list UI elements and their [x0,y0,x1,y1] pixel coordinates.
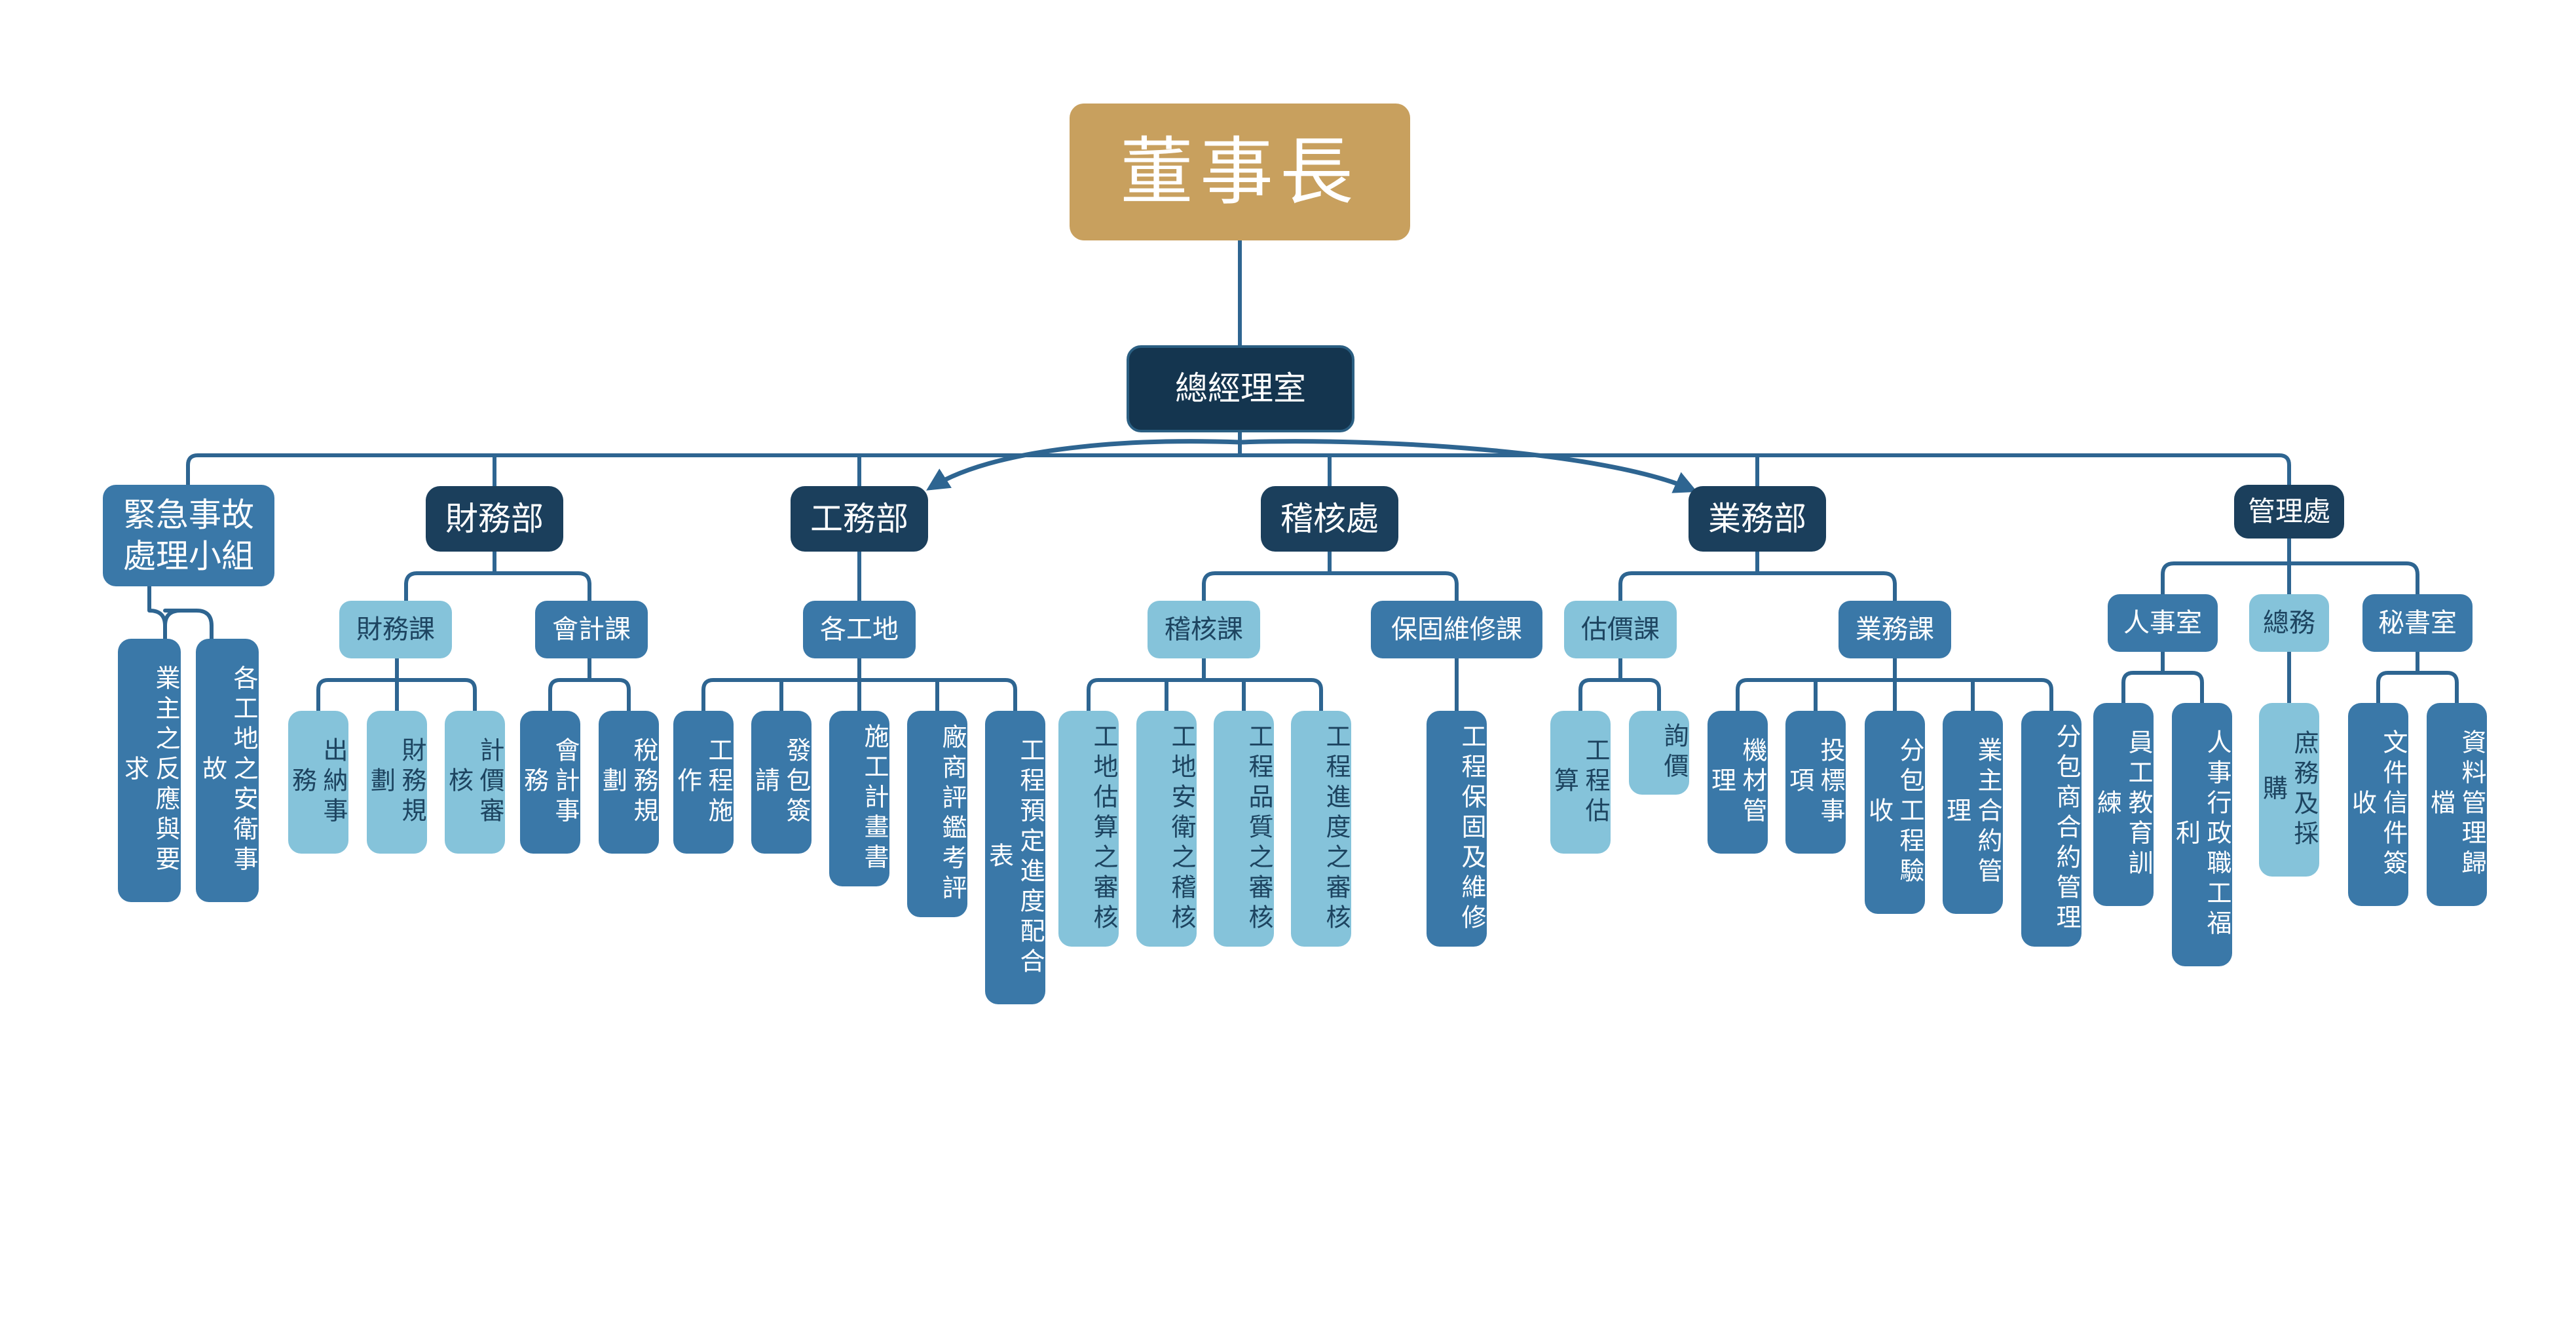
finance-item-2: 計價審核 [445,711,505,854]
audit-item-0: 工地估算之審核 [1058,711,1119,947]
general-affairs-item-0: 庶務及採購 [2259,703,2319,877]
audit-section-node: 稽核課 [1148,601,1260,658]
secretariat-item-0: 文件信件簽收 [2348,703,2408,906]
connector-mgmt-sec3 [2376,650,2459,705]
connector-audit-bus [1202,550,1459,603]
chairman-node: 董事長 [1070,104,1410,240]
engineering-dept-node: 工務部 [791,486,928,552]
accounting-section-node: 會計課 [535,601,648,658]
general-affairs-section-node: 總務 [2249,594,2329,652]
estimating-section-node: 估價課 [1564,601,1677,658]
hr-item-0: 員工教育訓練 [2093,703,2154,906]
connector-management-bus [2161,537,2419,596]
chairman-label: 董事長 [1120,129,1360,215]
connector-dept-bus [186,453,2291,487]
business-dept-node: 業務部 [1689,486,1826,552]
audit-item-2: 工程品質之審核 [1214,711,1274,947]
connector-emergency-items [147,584,214,641]
arrow-gm-to-engineering [926,439,1241,491]
engineering-item-1: 發包簽請 [751,711,812,854]
estimating-item-0: 工程估算 [1550,711,1611,854]
finance-dept-node: 財務部 [426,486,563,552]
accounting-item-1: 稅務規劃 [599,711,659,854]
finance-item-0: 出納事務 [288,711,348,854]
business-item-4: 分包商合約管理 [2021,711,2081,947]
emergency-title-line1: 緊急事故 [123,496,254,534]
connector-eng-items [701,656,1017,713]
secretariat-section-node: 秘書室 [2362,594,2473,652]
business-section-node: 業務課 [1839,601,1951,658]
connector-biz-sec2 [1736,656,2053,713]
connector-biz-sec1 [1578,656,1661,713]
accounting-item-0: 會計事務 [520,711,580,854]
emergency-item-1: 各工地之安衛事故 [196,639,259,902]
audit-item-1: 工地安衛之稽核 [1136,711,1197,947]
gm-office-node: 總經理室 [1127,345,1354,432]
business-item-2: 分包工程驗收 [1865,711,1925,914]
connector-audit-sec1 [1087,656,1323,713]
business-item-0: 機材管理 [1708,711,1768,854]
business-item-3: 業主合約管理 [1943,711,2003,914]
hr-section-node: 人事室 [2108,594,2218,652]
warranty-section-node: 保固維修課 [1371,601,1542,658]
engineering-item-0: 工程施作 [673,711,734,854]
engineering-item-4: 工程預定進度配合表 [985,711,1045,1004]
estimating-item-1: 詢價 [1629,711,1689,795]
audit-item-3: 工程進度之審核 [1291,711,1351,947]
connector-fin-sec2 [548,656,631,713]
finance-section-node: 財務課 [339,601,452,658]
hr-item-1: 人事行政職工福利 [2172,703,2232,966]
connector-mgmt-sec1 [2121,650,2204,705]
arrow-gm-to-business [1239,439,1698,493]
engineering-item-3: 廠商評鑑考評 [907,711,967,917]
secretariat-item-1: 資料管理歸檔 [2427,703,2487,906]
gm-office-label: 總經理室 [1175,369,1306,408]
connector-fin-sec1 [316,656,477,713]
connector-business-bus [1618,550,1897,603]
finance-item-1: 財務規劃 [367,711,427,854]
management-dept-node: 管理處 [2234,485,2344,539]
emergency-title-line2: 處理小組 [123,537,254,575]
worksites-section-node: 各工地 [803,601,916,658]
emergency-item-0: 業主之反應與要求 [118,639,181,902]
engineering-item-2: 施工計畫書 [829,711,889,886]
emergency-team-node: 緊急事故 處理小組 [103,485,274,586]
audit-dept-node: 稽核處 [1261,486,1398,552]
connector-finance-bus [404,550,591,603]
warranty-item-0: 工程保固及維修 [1427,711,1487,947]
business-item-1: 投標事項 [1785,711,1846,854]
